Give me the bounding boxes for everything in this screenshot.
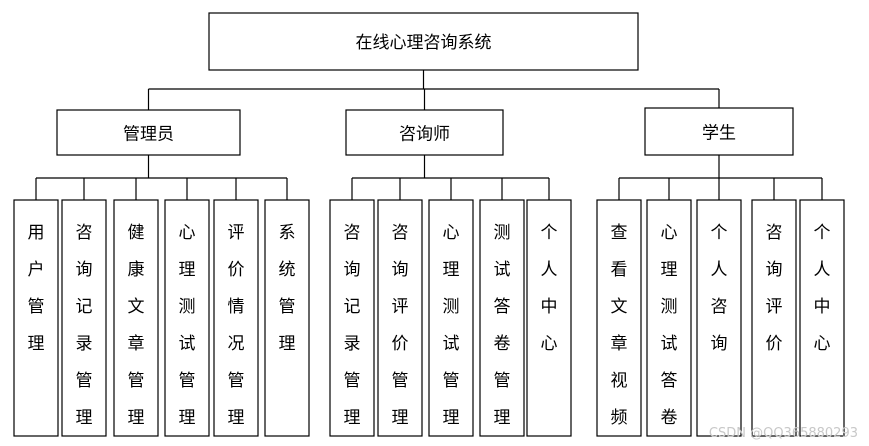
leaf-box [646,199,692,437]
leaf-label: 系统管理 [279,223,296,354]
category-label: 咨询师 [399,125,450,145]
leaf-label: 健康文章管理 [128,223,145,428]
leaf-box [13,199,59,437]
category-box [56,109,241,156]
watermark-text: CSDN @QQ365880293 [709,426,858,441]
leaf-box [696,199,742,437]
leaf-label: 咨询记录管理 [76,223,93,428]
leaf-label: 咨询记录管理 [344,223,361,428]
leaf-label: 查看文章视频 [611,223,628,428]
leaf-box [264,199,310,437]
leaf-label: 咨询评价 [766,223,783,354]
leaf-box [751,199,797,437]
category-label: 学生 [702,124,736,144]
category-box [345,109,504,156]
leaf-label: 用户管理 [28,223,45,354]
leaf-label: 个人中心 [541,223,558,354]
leaf-label: 评价情况管理 [228,223,245,428]
root-title: 在线心理咨询系统 [356,33,492,53]
leaf-label: 心理测试管理 [443,223,460,428]
leaf-label: 个人咨询 [711,223,728,354]
leaf-box [479,199,525,437]
leaf-box [329,199,375,437]
leaf-label: 心理测试管理 [179,223,196,428]
leaf-box [113,199,159,437]
leaf-box [526,199,572,437]
leaf-label: 咨询评价管理 [392,223,409,428]
root-box [208,12,639,71]
category-label: 管理员 [123,125,174,145]
category-box [644,107,794,156]
leaf-box [377,199,423,437]
leaf-box [164,199,210,437]
leaf-box [61,199,107,437]
connector-lines [35,70,823,200]
leaf-label: 心理测试答卷 [661,223,678,428]
leaf-box [428,199,474,437]
leaf-box [213,199,259,437]
leaf-label: 个人中心 [814,223,831,354]
leaf-label: 测试答卷管理 [494,223,511,428]
leaf-box [596,199,642,437]
leaf-box [799,199,845,437]
